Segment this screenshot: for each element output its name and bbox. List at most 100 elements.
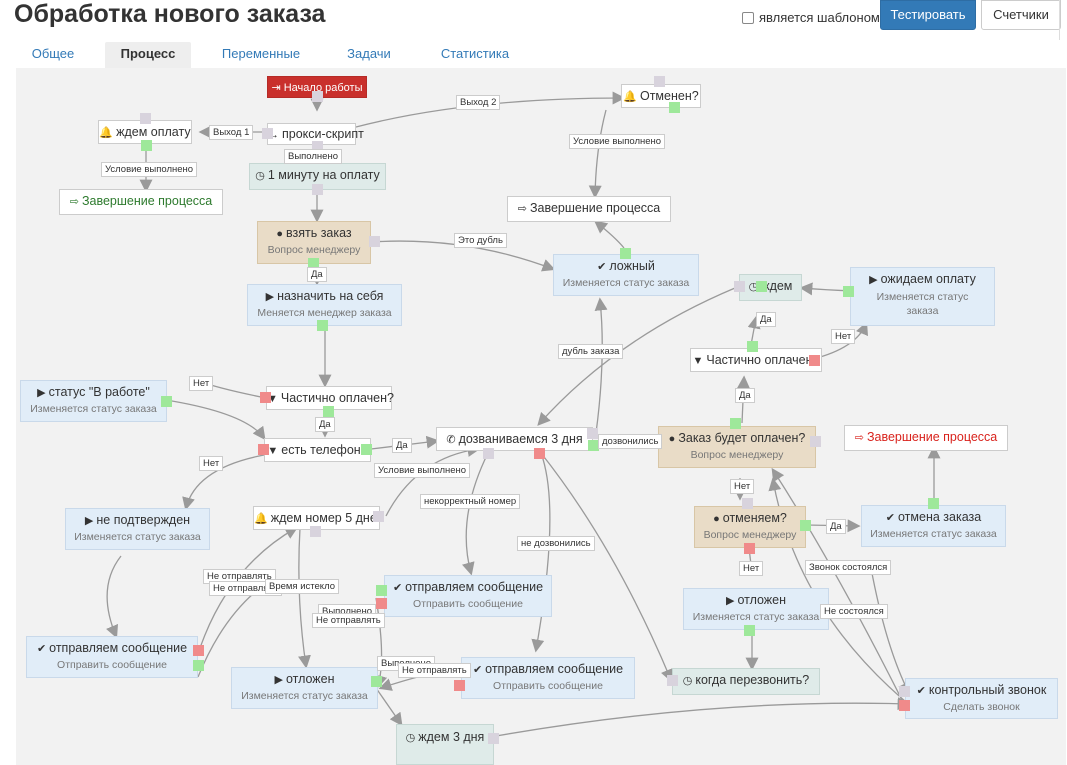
node-send-msg-2[interactable]: ✔отправляем сообщение Отправить сообщени… [384, 575, 552, 617]
clock-icon: ◷ [748, 281, 759, 293]
template-checkbox[interactable] [742, 11, 754, 24]
node-wait-3[interactable]: ◷ждем 3 дня [396, 724, 494, 765]
page-title: Обработка нового заказа [14, 0, 326, 28]
port[interactable] [376, 585, 387, 596]
port[interactable] [899, 686, 910, 697]
node-title: ◷ждем 3 дня [405, 730, 485, 744]
node-send-msg-1[interactable]: ✔отправляем сообщение Отправить сообщени… [26, 636, 198, 678]
node-waiting[interactable]: ◷ждем [739, 274, 802, 301]
node-postponed-1[interactable]: ▶отложен Изменяется статус заказа [231, 667, 378, 709]
node-partly-paid-2[interactable]: ▼Частично оплачен? [690, 348, 822, 372]
node-await-payment[interactable]: ▶ожидаем оплату Изменяется статус заказа [850, 267, 995, 326]
node-postponed-2[interactable]: ▶отложен Изменяется статус заказа [683, 588, 829, 630]
node-finish-3[interactable]: ⇨Завершение процесса [844, 425, 1008, 451]
port[interactable] [756, 281, 767, 292]
node-cancel-q[interactable]: ●отменяем? Вопрос менеджеру [694, 506, 806, 548]
node-when-call[interactable]: ◷когда перезвонить? [672, 668, 820, 695]
node-finish-2[interactable]: ⇨Завершение процесса [507, 196, 671, 222]
node-title: ◷когда перезвонить? [682, 673, 810, 687]
template-checkbox-group[interactable]: является шаблоном [742, 10, 880, 25]
port[interactable] [534, 448, 545, 459]
port[interactable] [809, 355, 820, 366]
check-icon: ✔ [472, 664, 483, 676]
port[interactable] [369, 236, 380, 247]
port[interactable] [323, 406, 334, 417]
port[interactable] [483, 448, 494, 459]
edge-label: Нет [831, 329, 856, 344]
port[interactable] [260, 392, 271, 403]
node-not-confirmed[interactable]: ▶не подтвержден Изменяется статус заказа [65, 508, 210, 550]
edge-label: Нет [199, 456, 224, 471]
node-assign-self[interactable]: ▶назначить на себя Меняется менеджер зак… [247, 284, 402, 326]
port[interactable] [371, 676, 382, 687]
port[interactable] [730, 418, 741, 429]
port[interactable] [140, 113, 151, 124]
test-button[interactable]: Тестировать [880, 0, 976, 30]
port[interactable] [747, 341, 758, 352]
node-subtitle: Изменяется статус заказа [241, 690, 368, 702]
node-title: ▶назначить на себя [265, 289, 384, 303]
node-subtitle: Отправить сообщение [57, 659, 167, 671]
edge [298, 527, 311, 669]
port[interactable] [312, 141, 323, 152]
port[interactable] [744, 543, 755, 554]
port[interactable] [669, 102, 680, 113]
node-minute[interactable]: ◷1 минуту на оплату [249, 163, 386, 190]
edge [594, 297, 608, 434]
port[interactable] [488, 733, 499, 744]
port[interactable] [800, 520, 811, 531]
edge-label: Нет [730, 479, 755, 494]
port[interactable] [193, 660, 204, 671]
port[interactable] [843, 286, 854, 297]
port[interactable] [810, 436, 821, 447]
port[interactable] [361, 444, 372, 455]
port[interactable] [262, 128, 273, 139]
edge [495, 697, 911, 737]
port[interactable] [317, 320, 328, 331]
node-status-work[interactable]: ▶статус "В работе" Изменяется статус зак… [20, 380, 167, 422]
tab-process[interactable]: Процесс [105, 42, 191, 68]
port[interactable] [588, 440, 599, 451]
tab-statistics[interactable]: Статистика [440, 46, 510, 61]
port[interactable] [742, 498, 753, 509]
edge-label: Выход 1 [209, 125, 254, 140]
tab-tasks[interactable]: Задачи [347, 46, 391, 61]
process-canvas[interactable]: ⇥Начало работы →прокси-скрипт 🔔ждем опла… [16, 68, 1066, 765]
node-take-order[interactable]: ●взять заказ Вопрос менеджеру [257, 221, 371, 264]
port[interactable] [312, 91, 323, 102]
node-calling-3[interactable]: ✆дозваниваемся 3 дня [436, 427, 593, 451]
port[interactable] [310, 526, 321, 537]
port[interactable] [734, 281, 745, 292]
node-control-call[interactable]: ✔контрольный звонок Сделать звонок [905, 678, 1058, 719]
node-cancel-order[interactable]: ✔отмена заказа Изменяется статус заказа [861, 505, 1006, 547]
node-will-pay[interactable]: ●Заказ будет оплачен? Вопрос менеджеру [658, 426, 816, 468]
port[interactable] [899, 700, 910, 711]
node-title: ✆дозваниваемся 3 дня [446, 432, 583, 446]
port[interactable] [667, 675, 678, 686]
port[interactable] [744, 625, 755, 636]
port[interactable] [193, 645, 204, 656]
node-false[interactable]: ✔ложный Изменяется статус заказа [553, 254, 699, 296]
node-start[interactable]: ⇥Начало работы [267, 76, 367, 98]
port[interactable] [376, 598, 387, 609]
node-cancelled-q[interactable]: 🔔Отменен? [621, 84, 701, 108]
counters-button[interactable]: Счетчики [981, 0, 1061, 30]
port[interactable] [373, 511, 384, 522]
node-send-msg-3[interactable]: ✔отправляем сообщение Отправить сообщени… [461, 657, 635, 699]
tab-variables[interactable]: Переменные [221, 46, 301, 61]
port[interactable] [928, 498, 939, 509]
node-has-phone[interactable]: ▼есть телефон? [264, 438, 371, 462]
node-proxy[interactable]: →прокси-скрипт [267, 123, 364, 145]
tab-general[interactable]: Общее [31, 46, 75, 61]
port[interactable] [258, 444, 269, 455]
port[interactable] [312, 184, 323, 195]
port[interactable] [161, 396, 172, 407]
port[interactable] [141, 140, 152, 151]
port[interactable] [587, 428, 598, 439]
node-title: ▶не подтвержден [84, 513, 191, 527]
port[interactable] [654, 76, 665, 87]
port[interactable] [308, 258, 319, 269]
node-finish-1[interactable]: ⇨Завершение процесса [59, 189, 223, 215]
port[interactable] [620, 248, 631, 259]
port[interactable] [454, 680, 465, 691]
